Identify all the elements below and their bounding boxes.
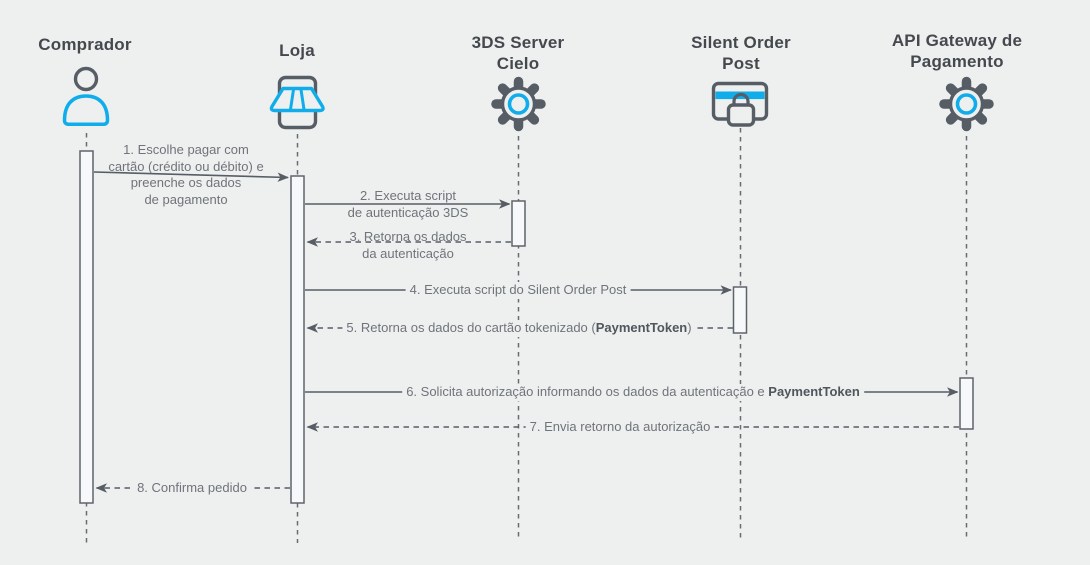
actor-name-line1: API Gateway de [891, 31, 1023, 50]
actor-name: Comprador [38, 35, 132, 54]
actor-name-line2: Post [722, 54, 760, 73]
actor-name-line2: Cielo [496, 54, 540, 73]
activation-api-gateway [959, 377, 974, 430]
storefront-icon [269, 75, 325, 130]
actor-label-loja: Loja [279, 40, 315, 61]
actor-label-api-gateway-pagamento: API Gateway de Pagamento [892, 30, 1022, 72]
actor-name-line1: 3DS Server [471, 33, 565, 52]
message-label-6: 6. Solicita autorização informando os da… [402, 384, 864, 401]
activation-3ds-server [511, 200, 526, 247]
message-label-3: 3. Retorna os dados da autenticação [349, 229, 467, 261]
actor-name-line2: Pagamento [910, 52, 1004, 71]
card-lock-icon [711, 81, 769, 127]
activation-silent-order-post [732, 286, 748, 334]
message-label-4: 4. Executa script do Silent Order Post [405, 282, 631, 299]
gear-icon [496, 82, 541, 127]
activation-bars [79, 150, 974, 504]
actor-name: Loja [279, 41, 315, 60]
actor-name-line1: Silent Order [691, 33, 791, 52]
message-label-2: 2. Executa script de autenticação 3DS [347, 188, 469, 220]
message-label-1: 1. Escolhe pagar com cartão (crédito ou … [108, 142, 264, 207]
gear-icon [944, 82, 989, 127]
actor-label-3ds-server-cielo: 3DS Server Cielo [472, 32, 565, 74]
arrow-msg1 [93, 171, 289, 182]
message-label-7: 7. Envia retorno da autorização [525, 419, 715, 436]
actor-label-comprador: Comprador [38, 34, 131, 55]
payment-token-keyword: PaymentToken [768, 384, 860, 399]
actor-label-silent-order-post: Silent Order Post [691, 32, 791, 74]
payment-token-keyword: PaymentToken [595, 320, 688, 335]
message-label-5: 5. Retorna os dados do cartão tokenizado… [342, 320, 696, 337]
activation-comprador [79, 150, 94, 504]
person-icon [62, 66, 110, 127]
activation-loja [290, 175, 305, 504]
message-label-8: 8. Confirma pedido [133, 480, 251, 497]
